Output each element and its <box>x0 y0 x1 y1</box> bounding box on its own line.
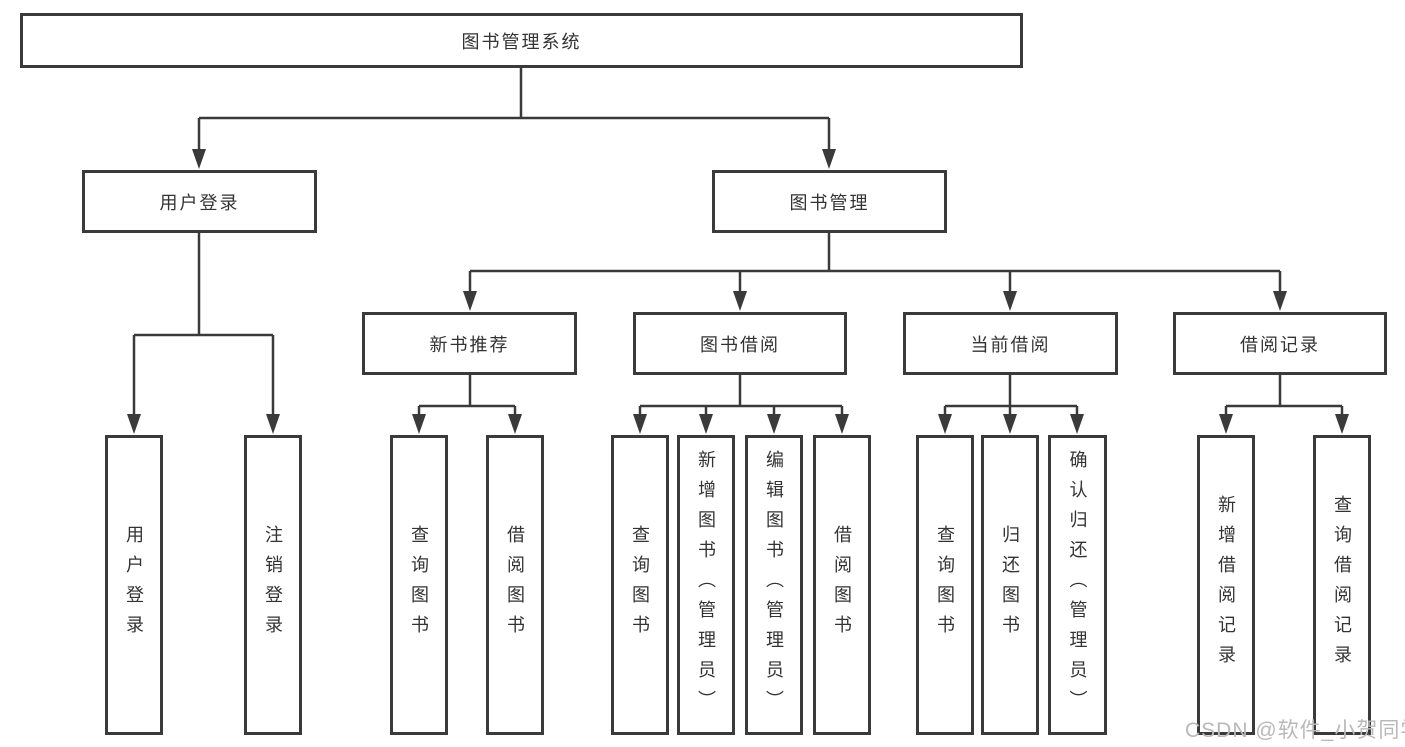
node-user-login-label: 用户登录 <box>159 192 240 213</box>
node-borrow-books-borrowing: 借阅图书 <box>813 435 871 735</box>
node-query-books-current: 查询图书 <box>916 435 974 735</box>
node-book-borrowing: 图书借阅 <box>633 312 847 375</box>
node-query-borrow-record: 查询借阅记录 <box>1313 435 1371 735</box>
node-root: 图书管理系统 <box>20 13 1023 68</box>
node-borrowing-records-label: 借阅记录 <box>1240 334 1320 355</box>
node-query-books-recommend: 查询图书 <box>390 435 448 735</box>
node-book-management-label: 图书管理 <box>789 192 870 213</box>
node-root-label: 图书管理系统 <box>461 31 582 52</box>
node-new-book-recommend-label: 新书推荐 <box>429 334 510 355</box>
node-user-login-action: 用户登录 <box>105 435 163 735</box>
node-current-borrowing: 当前借阅 <box>903 312 1118 375</box>
node-new-book-recommend: 新书推荐 <box>362 312 577 375</box>
csdn-watermark: CSDN @软件_小贺同学 <box>1185 719 1405 742</box>
node-query-books-borrowing-label: 查询图书 <box>630 525 650 645</box>
node-add-borrow-record-label: 新增借阅记录 <box>1216 495 1236 675</box>
node-query-books-current-label: 查询图书 <box>935 525 955 645</box>
node-user-login: 用户登录 <box>82 170 317 233</box>
node-user-login-action-label: 用户登录 <box>124 525 144 645</box>
node-current-borrowing-label: 当前借阅 <box>970 334 1051 355</box>
node-query-borrow-record-label: 查询借阅记录 <box>1332 495 1352 675</box>
node-borrow-books-borrowing-label: 借阅图书 <box>832 525 852 645</box>
node-logout-action-label: 注销登录 <box>263 525 283 645</box>
node-book-borrowing-label: 图书借阅 <box>700 334 780 355</box>
node-confirm-return-admin: 确认归还（管理员） <box>1048 435 1107 735</box>
node-logout-action: 注销登录 <box>244 435 302 735</box>
node-add-borrow-record: 新增借阅记录 <box>1197 435 1255 735</box>
node-confirm-return-admin-label: 确认归还（管理员） <box>1067 450 1088 720</box>
node-edit-book-admin-label: 编辑图书（管理员） <box>764 450 784 720</box>
node-borrow-books-recommend-label: 借阅图书 <box>505 525 525 645</box>
node-add-book-admin: 新增图书（管理员） <box>677 435 735 735</box>
node-return-books-label: 归还图书 <box>1000 525 1020 645</box>
node-book-management: 图书管理 <box>712 170 947 233</box>
node-query-books-borrowing: 查询图书 <box>611 435 669 735</box>
node-return-books: 归还图书 <box>981 435 1039 735</box>
node-borrow-books-recommend: 借阅图书 <box>486 435 544 735</box>
node-borrowing-records: 借阅记录 <box>1173 312 1387 375</box>
node-query-books-recommend-label: 查询图书 <box>409 525 429 645</box>
arrowhead-icons <box>127 149 1349 434</box>
node-add-book-admin-label: 新增图书（管理员） <box>696 450 716 720</box>
node-edit-book-admin: 编辑图书（管理员） <box>745 435 803 735</box>
